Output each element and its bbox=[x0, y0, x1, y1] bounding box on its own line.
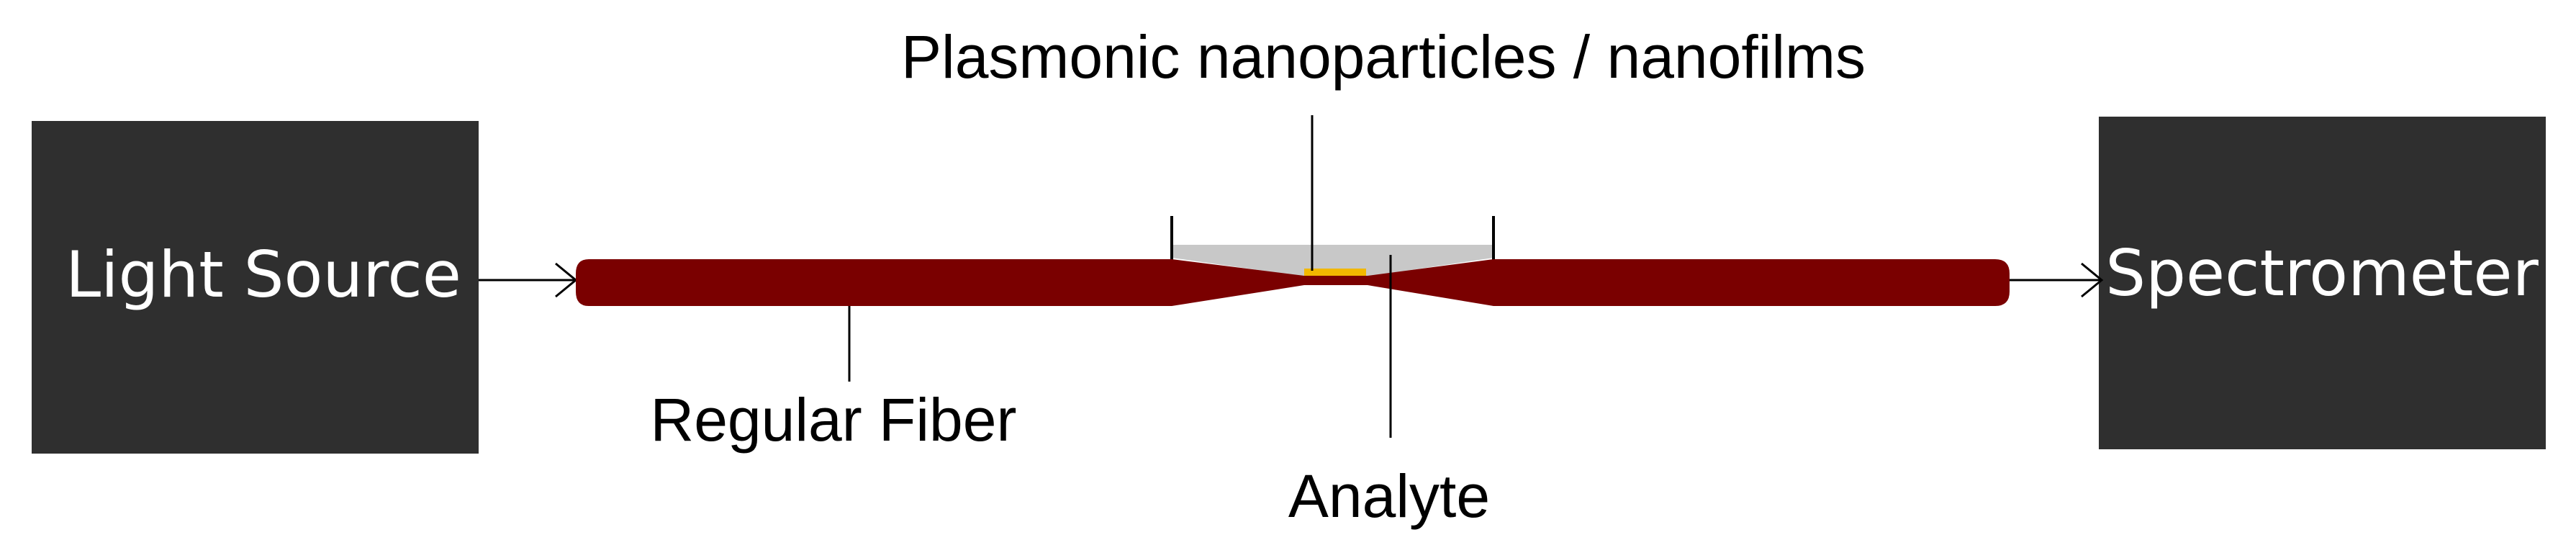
light-source-label: Light Source bbox=[65, 238, 461, 312]
output-arrow bbox=[2010, 262, 2104, 298]
input-arrow bbox=[479, 262, 578, 298]
analyte-label: Analyte bbox=[1288, 462, 1490, 530]
analyte-region bbox=[1172, 245, 1493, 276]
light-source-box bbox=[32, 121, 479, 454]
plasmonic-label: Plasmonic nanoparticles / nanofilms bbox=[901, 23, 1866, 91]
light-source-block: Light Source bbox=[32, 121, 479, 454]
optical-fiber bbox=[576, 259, 2010, 306]
plasmonic-film bbox=[1304, 269, 1366, 276]
regular-fiber-label: Regular Fiber bbox=[651, 386, 1017, 454]
spectrometer-block: Spectrometer bbox=[2099, 117, 2546, 449]
spectrometer-label: Spectrometer bbox=[2105, 236, 2539, 310]
spectrometer-box bbox=[2099, 117, 2546, 449]
